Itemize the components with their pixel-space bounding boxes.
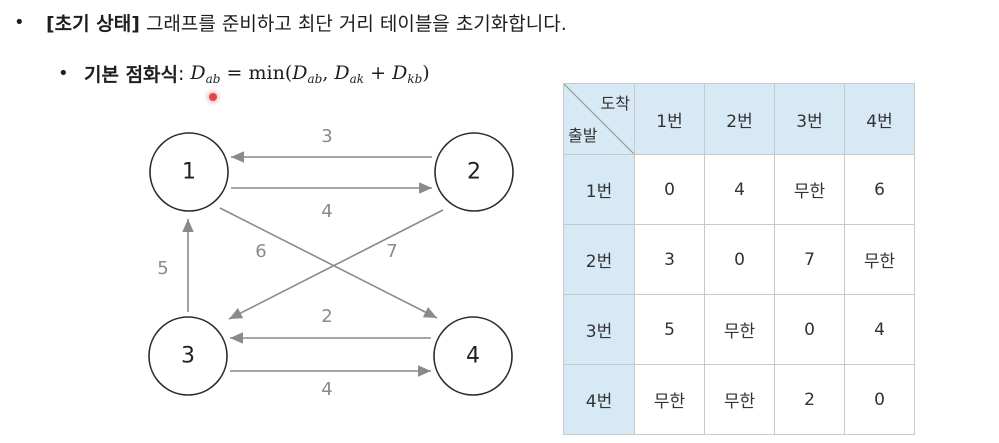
edge-weight-label: 2: [321, 306, 332, 327]
table-row: 1번 0 4 무한 6: [563, 154, 915, 225]
table-header-row: 도착 출발 1번 2번 3번 4번: [563, 83, 915, 155]
graph-node-1: [149, 132, 229, 212]
graph-node-3: [148, 316, 228, 396]
bullet-heading: 기본 점화식: [84, 64, 179, 86]
corner-diagonal: [564, 84, 634, 154]
corner-label-destination: 도착: [600, 94, 630, 113]
graph-node-2: [434, 132, 514, 212]
bullet-heading: [초기 상태]: [46, 13, 140, 35]
table-cell: 3: [634, 224, 705, 295]
bullet-text: 그래프를 준비하고 최단 거리 테이블을 초기화합니다.: [139, 13, 567, 35]
laser-pointer-dot: [209, 93, 217, 101]
table-cell: 4: [704, 154, 775, 225]
graph-node-label: 4: [466, 344, 480, 369]
graph-node-label: 1: [182, 160, 196, 185]
corner-label-origin: 출발: [568, 126, 598, 145]
graph-node-label: 2: [467, 160, 481, 185]
table-cell: 무한: [634, 364, 705, 435]
bullet-marker: •: [58, 63, 69, 84]
column-header: 4번: [844, 83, 915, 155]
table-cell: 0: [704, 224, 775, 295]
column-header: 3번: [774, 83, 845, 155]
edge-weight-label: 6: [255, 241, 266, 262]
row-header: 3번: [563, 294, 635, 365]
edge-weight-label: 3: [321, 126, 332, 147]
edge-1-to-4: [219, 207, 438, 319]
column-header: 2번: [704, 83, 775, 155]
graph-diagram: 3 4 6 7 5 2 4 1 2 3 4: [148, 126, 514, 400]
graph-node-4: [433, 316, 513, 396]
table-cell: 7: [774, 224, 845, 295]
bullet-marker: •: [14, 12, 25, 33]
edge-weight-label: 4: [321, 379, 332, 400]
edge-weight-label: 7: [386, 241, 397, 262]
table-corner-cell: 도착 출발: [563, 83, 635, 155]
table-cell: 무한: [844, 224, 915, 295]
table-cell: 4: [844, 294, 915, 365]
distance-table: 도착 출발 1번 2번 3번 4번 1번 0 4 무한 6 2번 3 0 7 무…: [563, 83, 915, 435]
graph-node-label: 3: [181, 344, 195, 369]
table-row: 3번 5 무한 0 4: [563, 294, 915, 365]
table-cell: 6: [844, 154, 915, 225]
row-header: 1번: [563, 154, 635, 225]
table-cell: 0: [774, 294, 845, 365]
bullet-initial-state: • [초기 상태] 그래프를 준비하고 최단 거리 테이블을 초기화합니다.: [14, 9, 567, 36]
bullet-recurrence: • 기본 점화식 : Dab = min(Dab, Dak + Dkb): [58, 60, 430, 87]
table-cell: 0: [634, 154, 705, 225]
table-cell: 5: [634, 294, 705, 365]
table-cell: 무한: [704, 294, 775, 365]
row-header: 2번: [563, 224, 635, 295]
table-cell: 2: [774, 364, 845, 435]
table-row: 4번 무한 무한 2 0: [563, 364, 915, 435]
table-row: 2번 3 0 7 무한: [563, 224, 915, 295]
row-header: 4번: [563, 364, 635, 435]
bullet-colon: :: [178, 62, 185, 85]
edge-weight-label: 5: [157, 258, 168, 279]
table-cell: 무한: [774, 154, 845, 225]
table-cell: 0: [844, 364, 915, 435]
table-cell: 무한: [704, 364, 775, 435]
column-header: 1번: [634, 83, 705, 155]
edge-weight-label: 4: [321, 201, 332, 222]
edge-2-to-3: [228, 209, 444, 320]
recurrence-formula: Dab = min(Dab, Dak + Dkb): [190, 61, 430, 86]
